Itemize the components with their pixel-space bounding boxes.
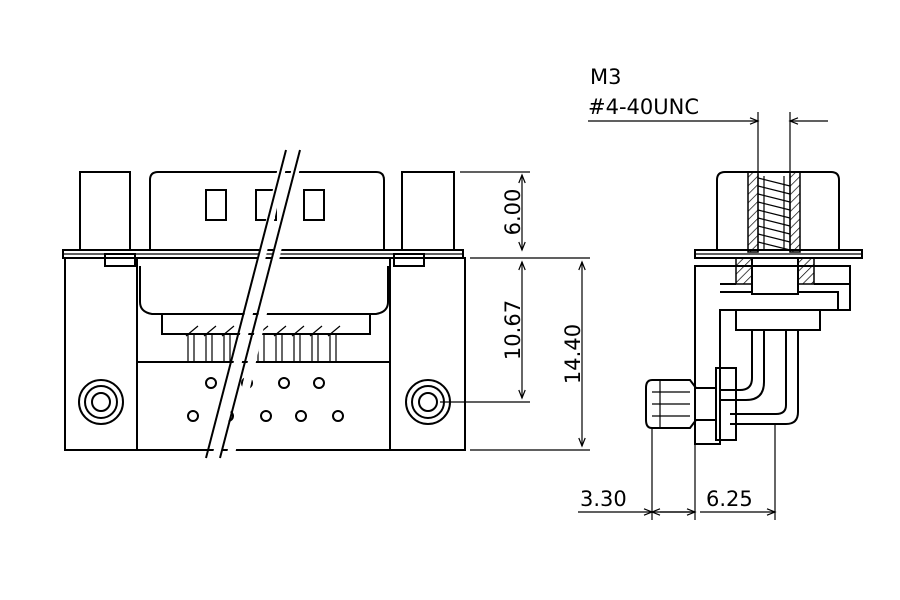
side-shell-top: [716, 171, 840, 250]
collar-left: [735, 257, 753, 285]
window-1: [205, 189, 227, 221]
thread-crests: [757, 174, 791, 252]
dim-pin-row-height: 10.67: [501, 300, 525, 360]
front-extension-lines: [440, 171, 590, 451]
thread-unc-label: #4-40UNC: [588, 95, 699, 119]
shell-top: [149, 171, 385, 250]
right-angle-pins: [720, 330, 799, 425]
pin-holes-row-2: [187, 410, 344, 422]
side-flange: [694, 249, 863, 259]
front-view: 6.00 10.67 14.40: [62, 149, 590, 459]
thread-left-wall: [747, 171, 759, 253]
left-top-lug: [79, 171, 131, 251]
dim-board-offset: 3.30: [580, 487, 627, 511]
dim-pin-offset: 6.25: [706, 487, 753, 511]
side-insulator: [735, 310, 821, 331]
dim-flange-height: 6.00: [501, 189, 525, 236]
collar-right: [797, 257, 815, 285]
right-top-lug: [401, 171, 455, 251]
thread-right-wall: [789, 171, 801, 253]
break-lines: [205, 149, 304, 459]
thread-metric-label: M3: [590, 65, 621, 89]
side-view: M3 #4-40UNC 3.30 6.25: [578, 65, 863, 520]
left-mounting-hole: [78, 379, 124, 425]
dim-overall-height: 14.40: [561, 324, 585, 384]
pin-tails: [185, 325, 341, 362]
right-clip: [393, 253, 425, 267]
side-extension-lines: [651, 424, 776, 520]
board-lock-clip: [645, 379, 717, 429]
left-clip: [104, 253, 136, 267]
window-3: [303, 189, 325, 221]
